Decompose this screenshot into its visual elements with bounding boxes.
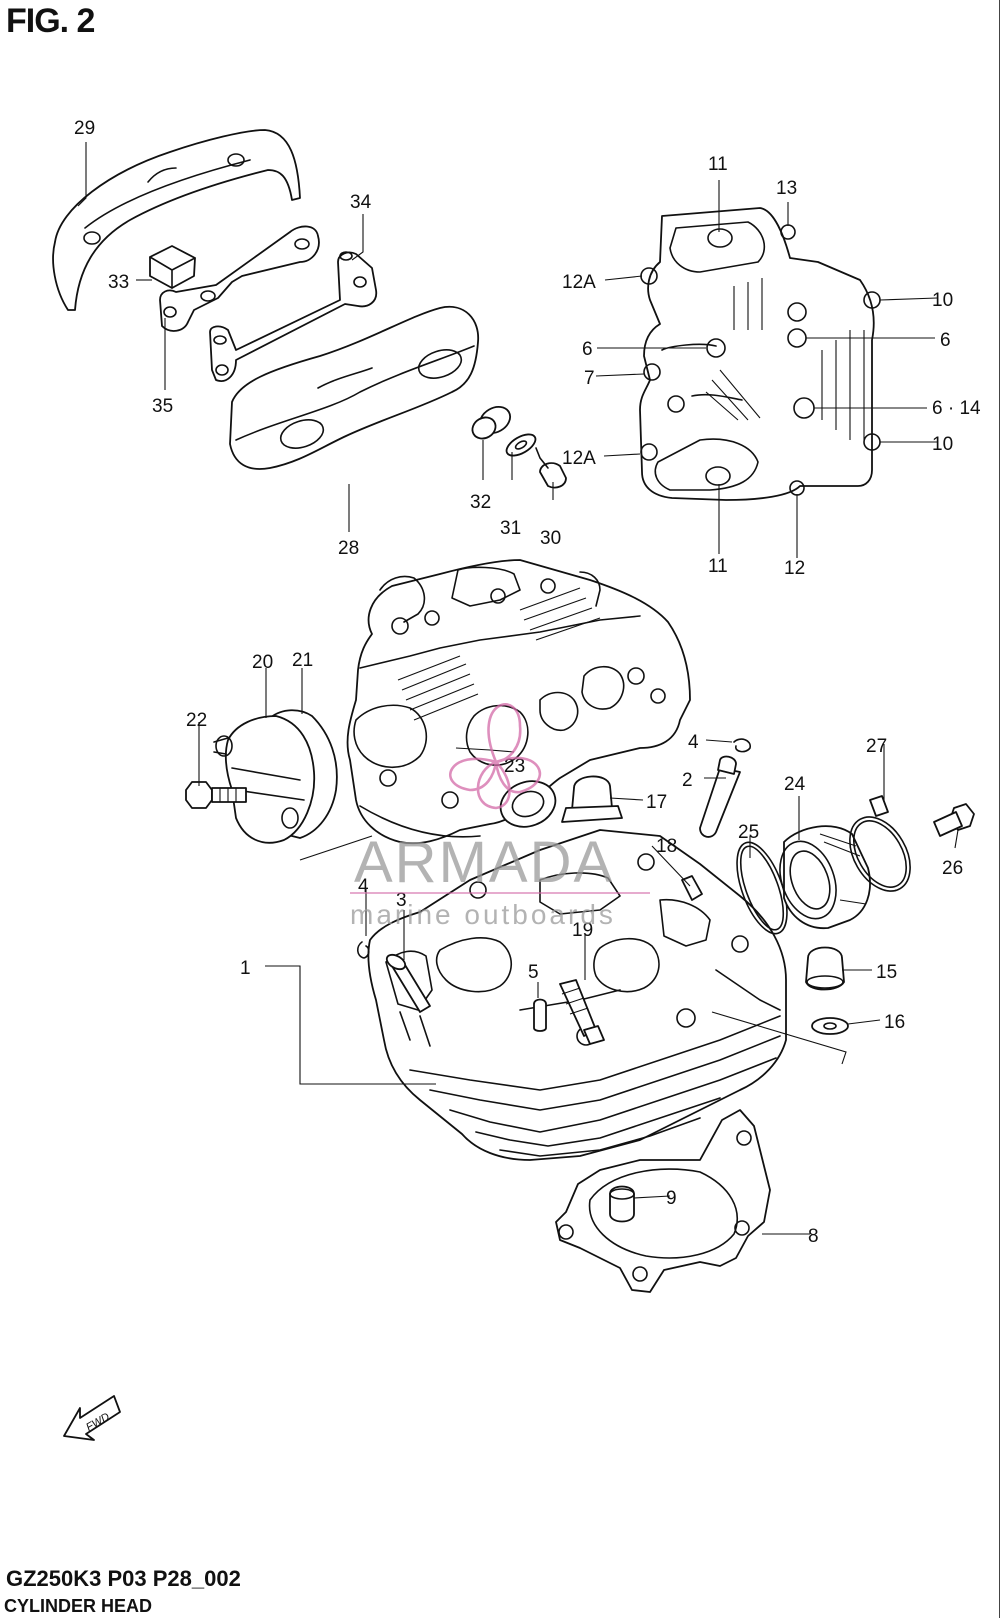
part-19-spark-plug: [559, 979, 605, 1045]
part-31-washer: [505, 433, 537, 457]
callout-3: 3: [396, 890, 407, 911]
part-1-cylinder-head: [346, 559, 691, 845]
callout-19: 19: [572, 920, 593, 941]
callout-12A-top: 12A: [562, 272, 596, 293]
callout-8: 8: [808, 1226, 819, 1247]
assembly-name: CYLINDER HEAD: [4, 1596, 153, 1616]
callout-24: 24: [784, 774, 806, 795]
part-2-valve-guide: [699, 755, 741, 838]
callout-labels: 29 34 33 35 28 32 31 30 11 13 12A 10 6 6…: [74, 118, 981, 1247]
callout-25: 25: [738, 822, 759, 843]
part-26-bolt: [933, 803, 975, 837]
callout-2: 2: [682, 770, 693, 791]
part-20-21-side-cover: [213, 709, 338, 844]
callout-20: 20: [252, 652, 273, 673]
part-9-dowel-pin: [609, 1185, 635, 1223]
model-code: GZ250K3 P03 P28_002: [6, 1566, 241, 1591]
leader-lines: [77, 142, 959, 1235]
watermark-tagline: marine outboards: [350, 899, 616, 930]
callout-6-left: 6: [582, 339, 593, 360]
callout-17: 17: [646, 792, 667, 813]
part-28-cylinder-head-cover: [229, 305, 479, 470]
callout-15: 15: [876, 962, 897, 983]
callout-12: 12: [784, 558, 805, 579]
callout-30: 30: [540, 528, 561, 549]
part-4-circlip-upper: [733, 738, 751, 753]
callout-12A-bottom: 12A: [562, 448, 596, 469]
callout-6-right: 6: [940, 330, 951, 351]
watermark-orchid-logo: [449, 703, 541, 810]
watermark-brand: ARMADA: [354, 830, 614, 895]
watermark: ARMADA marine outboards: [350, 703, 650, 930]
callout-18: 18: [656, 836, 677, 857]
callout-33: 33: [108, 272, 129, 293]
callout-31: 31: [500, 518, 521, 539]
callout-34: 34: [350, 192, 372, 213]
part-head-cover-gasket: [639, 207, 881, 501]
part-30-bolt: [535, 447, 567, 489]
callout-5: 5: [528, 962, 539, 983]
callout-22: 22: [186, 710, 207, 731]
callout-7: 7: [584, 368, 595, 389]
callout-35: 35: [152, 396, 173, 417]
callout-26: 26: [942, 858, 963, 879]
callout-27: 27: [866, 736, 887, 757]
part-8-cylinder-gasket: [555, 1109, 771, 1293]
part-32-grommet: [471, 405, 511, 440]
part-22-bolt: [185, 781, 247, 809]
part-3-valve-guide-lower: [385, 953, 431, 1013]
part-4-circlip-lower: [356, 941, 370, 959]
callout-4-upper: 4: [688, 732, 699, 753]
callout-28: 28: [338, 538, 359, 559]
callout-4-lower: 4: [358, 876, 369, 897]
callout-21: 21: [292, 650, 313, 671]
callout-1: 1: [240, 958, 251, 979]
callout-16: 16: [884, 1012, 905, 1033]
part-34-35-bracket: [159, 225, 378, 382]
part-5-dowel: [533, 998, 547, 1032]
callout-10-bottom: 10: [932, 434, 953, 455]
part-29-outer-cover: [52, 129, 301, 311]
callout-6-14: 6 · 14: [932, 398, 981, 419]
callout-11-top: 11: [708, 154, 728, 175]
part-27-clamp: [849, 795, 911, 892]
fwd-arrow-icon: FWD: [63, 1395, 121, 1441]
part-16-washer: [811, 1017, 849, 1035]
callout-11-bottom: 11: [708, 556, 728, 577]
callout-10-top: 10: [932, 290, 953, 311]
callout-9: 9: [666, 1188, 677, 1209]
part-18-stud: [681, 875, 703, 901]
callout-13: 13: [776, 178, 797, 199]
callout-23: 23: [504, 756, 525, 777]
part-24-intake-pipe: [779, 825, 871, 929]
part-15-cap-nut: [805, 946, 845, 991]
part-33-damper: [149, 245, 196, 289]
callout-29: 29: [74, 118, 95, 139]
part-17-plug: [561, 775, 623, 823]
figure-title: FIG. 2: [6, 2, 95, 40]
callout-32: 32: [470, 492, 491, 513]
